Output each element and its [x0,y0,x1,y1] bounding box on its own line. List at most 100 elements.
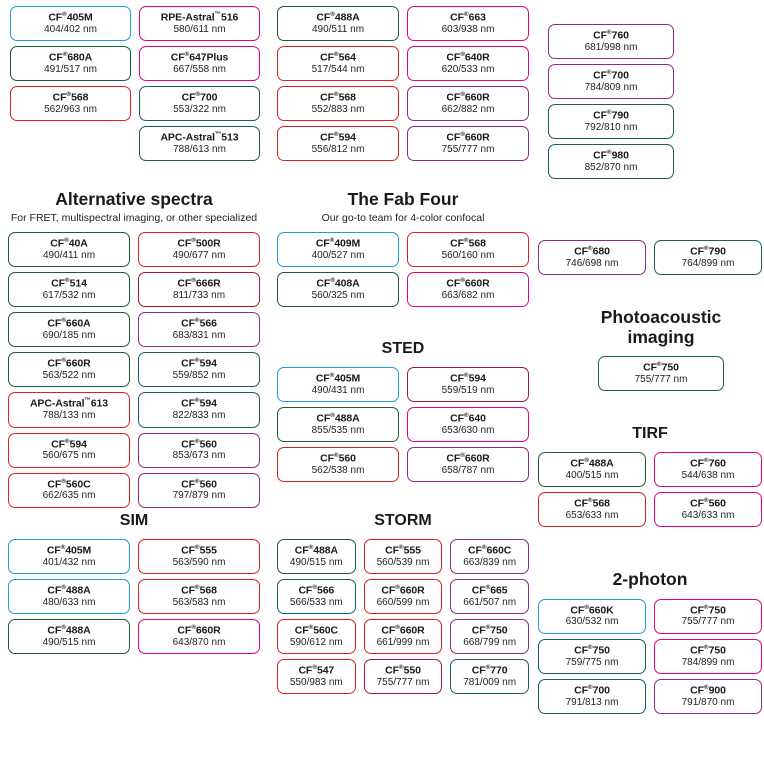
trademark-mark: ® [460,131,465,139]
dye-spectra: 661/999 nm [376,636,430,648]
trademark-mark: ® [703,603,709,611]
dye-spectra: 662/635 nm [42,490,96,502]
trademark-mark: ® [62,11,67,18]
section-subtitle: For FRET, multispectral imaging, or othe… [10,211,258,224]
dye-number: 613 [90,397,109,410]
dye-brand: RPE-Astral [160,11,215,24]
dye-brand: CF [446,452,461,465]
dye-spectra: 560/539 nm [376,556,430,568]
dye-spectra: 690/185 nm [42,330,96,342]
trademark-mark: ® [312,664,317,672]
dye-spectra: 630/532 nm [565,616,619,628]
dye-brand: APC-Astral [29,397,85,410]
dye-name: CF®594 [142,357,256,370]
dye-name: CF®660R [411,91,525,104]
dye-number: 568 [468,237,486,250]
trademark-mark: ® [606,149,612,157]
dye-name: CF®409M [281,237,395,250]
dye-brand: CF [51,277,65,290]
dye-brand: CF [47,624,62,637]
trademark-mark: ® [703,683,709,691]
section-title: The Fab Four [347,189,459,209]
trademark-mark: ® [333,91,339,99]
dye-number: 560C [65,478,91,491]
trademark-mark: ® [61,583,66,591]
